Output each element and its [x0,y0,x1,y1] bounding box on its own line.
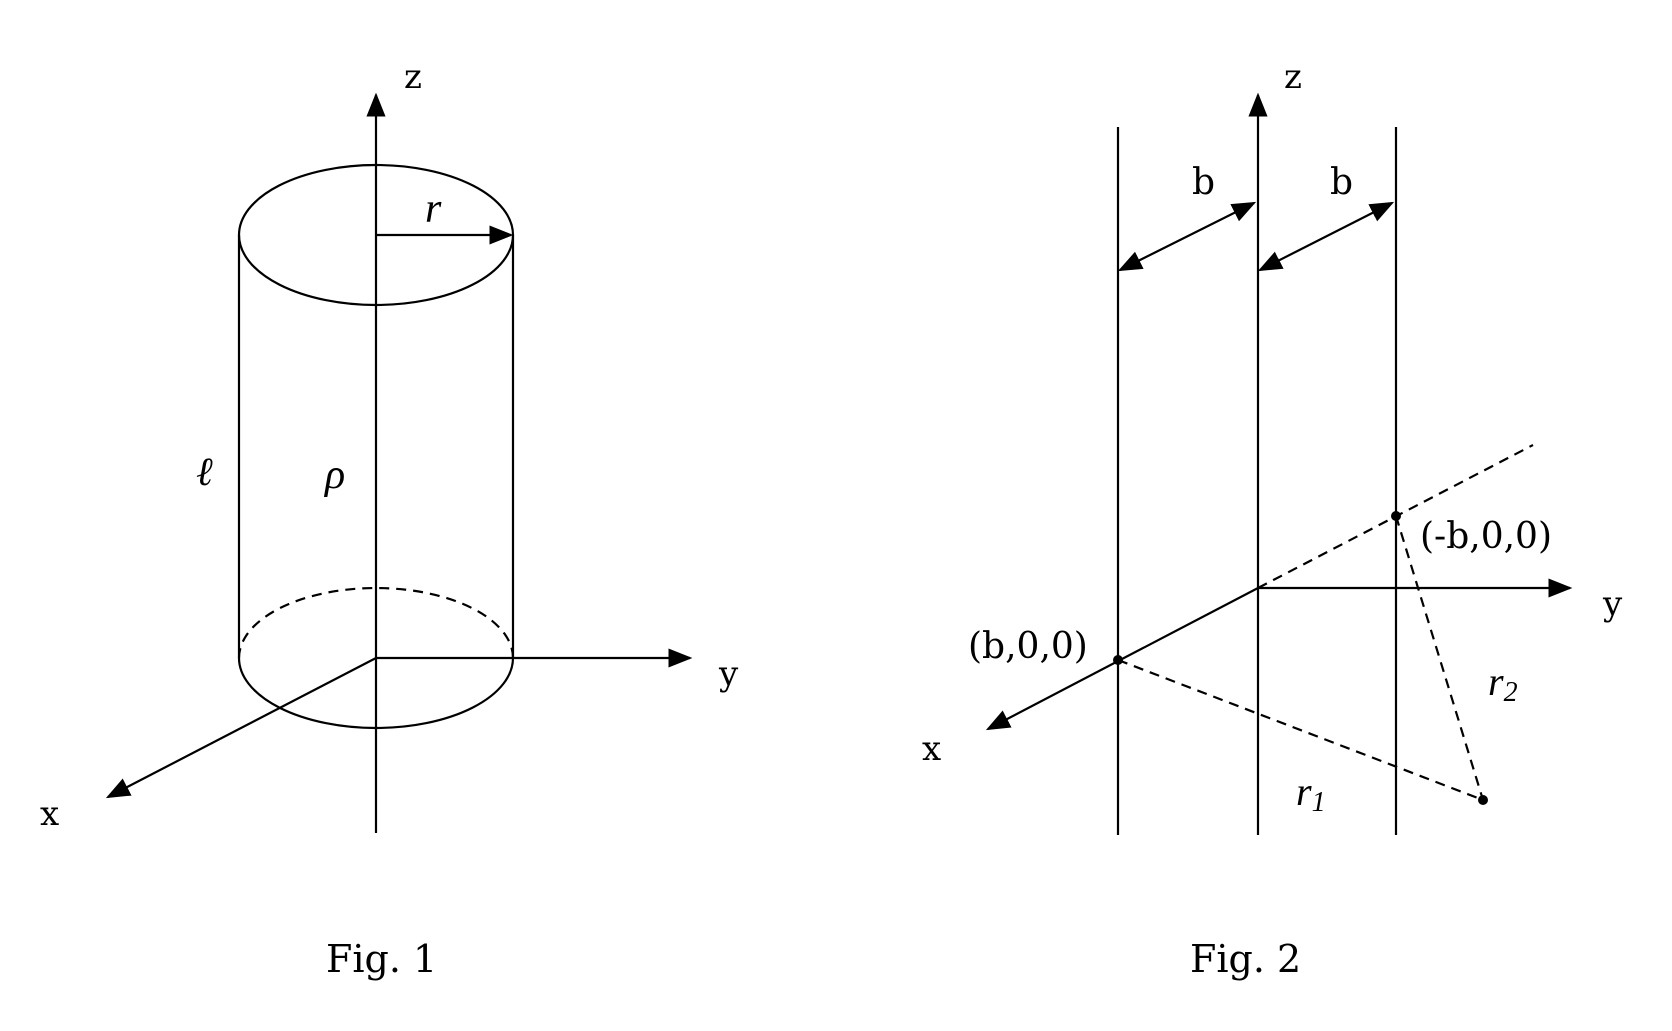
fig2-point-neg-b-label: (-b,0,0) [1420,516,1552,557]
fig1-length-label: ℓ [196,449,213,494]
fig2-spacing-right-label: b [1330,162,1353,203]
fig2-spacing-left-label: b [1192,162,1215,203]
fig2-caption: Fig. 2 [1190,937,1301,981]
fig1-x-axis [105,657,377,799]
fig2-y-label: y [1602,584,1623,624]
fig1-density-label: ρ [323,452,345,498]
fig2-r1-dashed [1117,658,1484,802]
fig2-r1-subscript: 1 [1312,787,1326,818]
fig1-radius-label: r [425,186,442,232]
fig2-x-axis [985,587,1259,731]
fig1-y-label: y [718,654,739,694]
fig2-point-neg-b-dot [1391,511,1401,521]
fig2-diagram [985,92,1573,835]
fig1-caption: Fig. 1 [326,937,437,981]
fig2-point-pos-b-label: (b,0,0) [968,626,1088,667]
fig2-r1-letter: r [1296,769,1312,814]
fig2-r1-label: r1 [1296,769,1326,818]
fig1-x-label: x [40,794,59,834]
fig2-spacing-arrow-left [1117,201,1257,272]
fig2-r2-subscript: 2 [1504,677,1518,708]
fig1-cylinder-bottom-back [237,586,515,659]
fig2-x-label: x [922,729,941,769]
fig2-field-point-dot [1478,795,1488,805]
fig2-r2-letter: r [1488,659,1504,704]
fig1-cylinder-bottom-front [237,657,515,730]
fig2-spacing-arrow-right [1257,201,1395,272]
fig1-diagram [105,92,693,833]
fig2-r2-dashed [1394,515,1485,801]
fig2-point-pos-b-dot [1113,655,1123,665]
fig2-z-label: z [1284,57,1302,97]
fig1-z-label: z [404,57,422,97]
fig2-r2-label: r2 [1488,659,1518,708]
